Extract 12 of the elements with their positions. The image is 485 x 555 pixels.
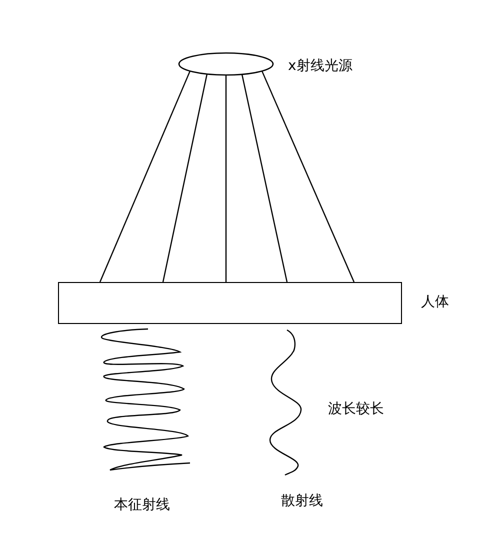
caption-text: 本征射线: [114, 497, 170, 513]
ray-line: [225, 75, 227, 282]
ray-line: [162, 74, 208, 282]
ray-line: [261, 70, 355, 282]
ray-line: [99, 70, 191, 282]
node-label: 人体: [421, 294, 449, 310]
ray-line: [241, 74, 288, 282]
node-label: x射线光源: [288, 58, 352, 74]
caption-text: 散射线: [281, 493, 323, 509]
caption-text: 波长较长: [328, 401, 384, 417]
ellipse-shape: [178, 52, 274, 76]
body-box: [58, 282, 402, 324]
